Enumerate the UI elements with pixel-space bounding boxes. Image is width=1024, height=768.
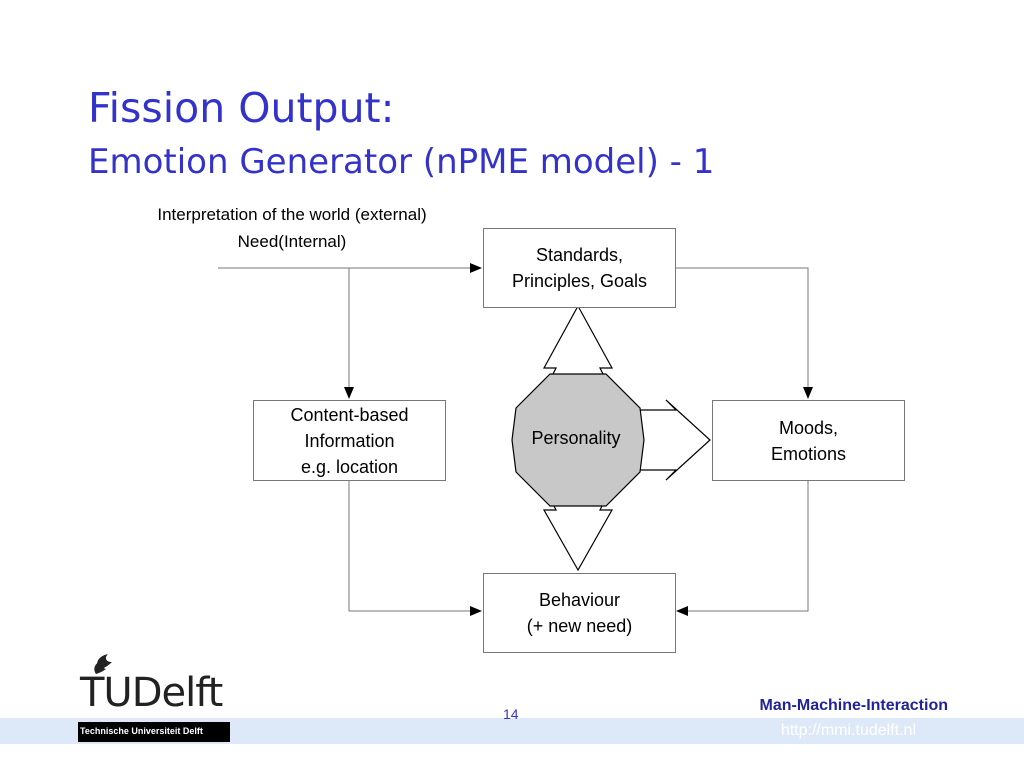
behaviour-box: Behaviour (+ new need) bbox=[483, 573, 676, 653]
group-name: Man-Machine-Interaction bbox=[759, 697, 948, 714]
standards-box-line2: Principles, Goals bbox=[511, 271, 648, 291]
page-number: 14 bbox=[503, 706, 519, 722]
moods-box: Moods, Emotions bbox=[712, 400, 905, 481]
input-label-internal: Need(Internal) bbox=[237, 232, 347, 251]
input-label-external: Interpretation of the world (external) bbox=[157, 205, 427, 224]
tudelft-logo-text: TUDelft bbox=[80, 670, 223, 716]
slide-title: Fission Output: bbox=[88, 84, 395, 132]
moods-to-behaviour-arrow bbox=[676, 481, 809, 616]
content-box-line3: e.g. location bbox=[300, 456, 399, 477]
group-url[interactable]: http://mmi.tudelft.nl bbox=[780, 722, 916, 739]
moods-box-line2: Emotions bbox=[770, 443, 847, 464]
content-box-line1: Content-based bbox=[290, 404, 409, 425]
standards-box: Standards, Principles, Goals bbox=[483, 228, 676, 308]
behaviour-box-line1: Behaviour bbox=[538, 590, 621, 610]
tudelft-logo-strip bbox=[78, 722, 230, 742]
behaviour-box-line2: (+ new need) bbox=[526, 616, 633, 636]
tudelft-flame-icon bbox=[94, 654, 112, 674]
content-box-line2: Information bbox=[304, 430, 395, 451]
moods-box-line1: Moods, bbox=[778, 417, 839, 438]
standards-box-line1: Standards, bbox=[535, 245, 624, 265]
personality-label: Personality bbox=[531, 428, 621, 448]
tudelft-logo-subtitle: Technische Universiteit Delft bbox=[80, 726, 203, 736]
standards-to-moods-arrow bbox=[676, 267, 813, 399]
content-box: Content-based Information e.g. location bbox=[253, 400, 446, 481]
personality-shape bbox=[511, 373, 645, 507]
slide-subtitle: Emotion Generator (nPME model) - 1 bbox=[88, 142, 715, 182]
content-to-behaviour-arrow bbox=[348, 481, 482, 616]
